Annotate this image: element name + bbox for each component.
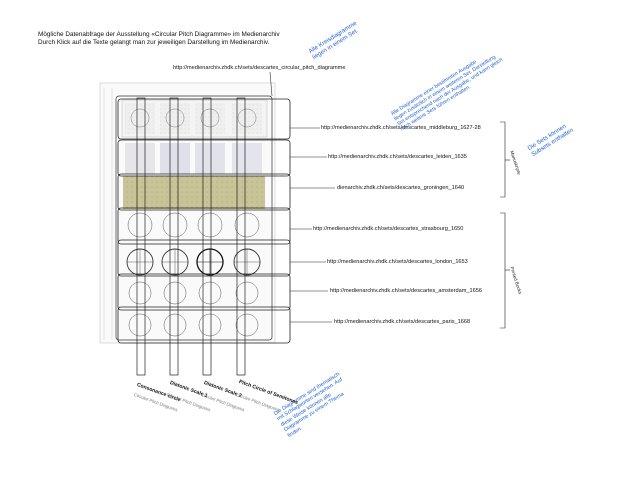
row-thumbs-6 — [128, 281, 259, 305]
row-connectors — [290, 127, 335, 323]
header-line-2: Durch Klick auf die Texte gelangt man zu… — [38, 39, 270, 46]
row-thumbs-5 — [126, 248, 261, 276]
set-link[interactable]: http://medienarchiv.zhdk.ch/sets/descart… — [173, 65, 346, 71]
row-thumbs-7 — [128, 313, 259, 337]
row-link-paris[interactable]: http://medienarchiv.zhdk.ch/sets/descart… — [334, 319, 471, 325]
row-link-london[interactable]: http://medienarchiv.zhdk.ch/sets/descart… — [327, 259, 468, 265]
row-link-groningen[interactable]: dienarchiv.zhdk.ch/sets/descartes_gronin… — [337, 185, 465, 191]
row-thumbs-4 — [127, 212, 260, 238]
row-thumbs-1 — [121, 99, 268, 138]
right-brackets — [500, 121, 510, 329]
set-outline — [115, 95, 273, 341]
row-boxes — [117, 98, 291, 344]
row-link-leiden[interactable]: http://medienarchiv.zhdk.ch/sets/descart… — [328, 154, 467, 160]
header-line-1: Mögliche Datenabfrage der Ausstellung «C… — [38, 31, 280, 38]
row-link-strasbourg[interactable]: http://medienarchiv.zhdk.ch/sets/descart… — [313, 226, 464, 232]
row-link-amsterdam[interactable]: http://medienarchiv.zhdk.ch/sets/descart… — [330, 288, 482, 294]
row-thumbs-3 — [123, 176, 265, 209]
row-link-middleburg[interactable]: http://medienarchiv.zhdk.ch/sets/descart… — [321, 125, 481, 131]
column-bars — [136, 97, 246, 376]
